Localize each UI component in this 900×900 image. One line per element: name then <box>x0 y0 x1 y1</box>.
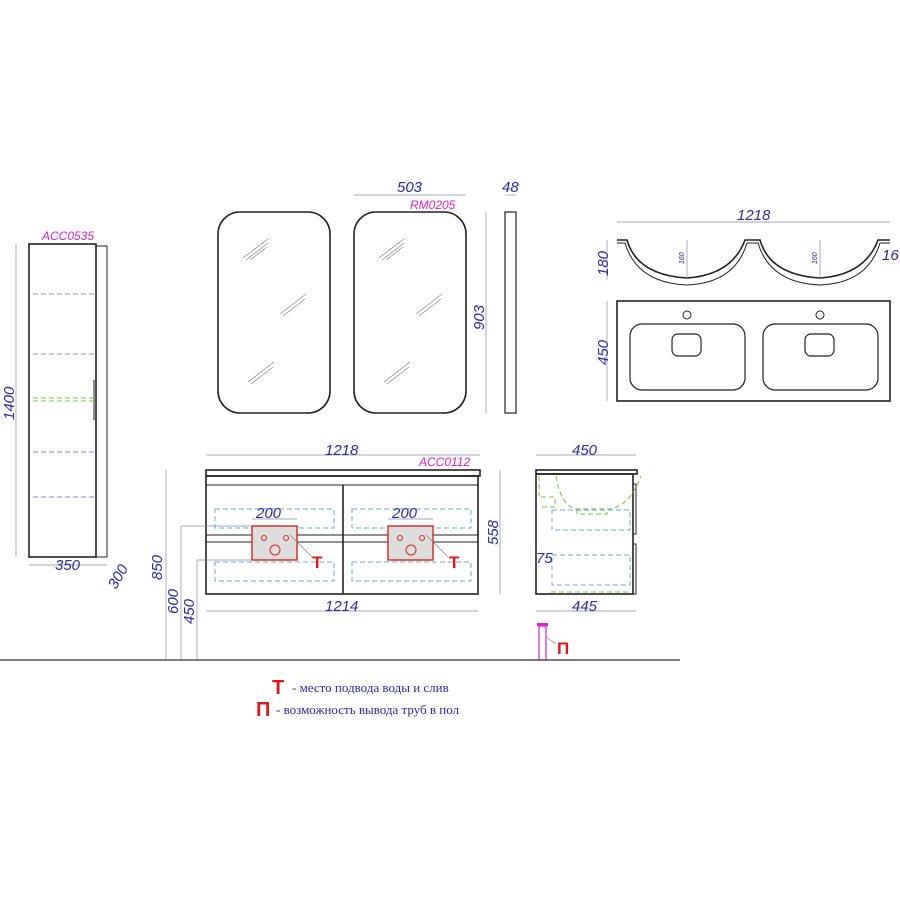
side-offset: 75 <box>536 550 553 567</box>
mirror-width: 503 <box>397 179 423 196</box>
basin-depth-2: 160 <box>812 252 819 264</box>
connection-width-1: 200 <box>255 505 282 522</box>
side-body-depth: 445 <box>572 598 598 615</box>
washbasin-rim: 16 <box>882 247 899 264</box>
vanity-height: 558 <box>485 519 502 545</box>
vanity-front: 1218 ACC0112 200 200 Т Т 558 1214 850 60… <box>149 442 502 660</box>
mirror-code: RM0205 <box>410 198 456 212</box>
connection-box-2 <box>387 525 434 561</box>
legend-symbol-floor: П <box>256 699 270 721</box>
legend-text-water: - место подвода воды и слив <box>292 680 449 695</box>
mirror-depth: 48 <box>502 179 519 196</box>
legend-text-floor: - возможность вывода труб в пол <box>276 702 460 717</box>
floor-pipe-mark: П <box>557 639 569 658</box>
mirrors: 503 RM0205 903 48 <box>217 179 519 414</box>
mirror-height: 903 <box>471 304 488 330</box>
tall-cabinet-height: 1400 <box>1 386 18 420</box>
glass-reflection-icon <box>242 237 443 385</box>
mount-height-600: 600 <box>165 588 182 614</box>
basin-depth-1: 160 <box>679 252 686 264</box>
vanity-code: ACC0112 <box>418 455 470 469</box>
connection-box-1 <box>251 525 298 561</box>
vanity-side: 450 445 75 П <box>535 442 642 661</box>
vanity-body-width: 1214 <box>325 598 358 615</box>
vanity-top-width: 1218 <box>325 442 359 459</box>
washbasin-width: 1218 <box>737 207 771 224</box>
mount-height-850: 850 <box>149 554 166 580</box>
legend: Т - место подвода воды и слив П - возмож… <box>256 677 460 721</box>
floor-pipe <box>538 625 547 661</box>
water-mark-1: Т <box>312 553 323 572</box>
tall-cabinet-code: ACC0535 <box>41 229 94 243</box>
mount-height-450: 450 <box>181 598 198 624</box>
washbasin-depth: 450 <box>595 339 612 365</box>
legend-symbol-water: Т <box>272 677 284 699</box>
washbasin-height: 180 <box>595 250 612 276</box>
tall-cabinet: ACC0535 1400 350 300 <box>1 229 132 592</box>
tall-cabinet-width: 350 <box>55 557 81 574</box>
side-top-depth: 450 <box>572 442 598 459</box>
water-mark-2: Т <box>449 553 460 572</box>
washbasin: 1218 180 16 160 160 450 <box>595 207 899 402</box>
connection-width-2: 200 <box>391 505 418 522</box>
tall-cabinet-depth: 300 <box>105 561 133 592</box>
